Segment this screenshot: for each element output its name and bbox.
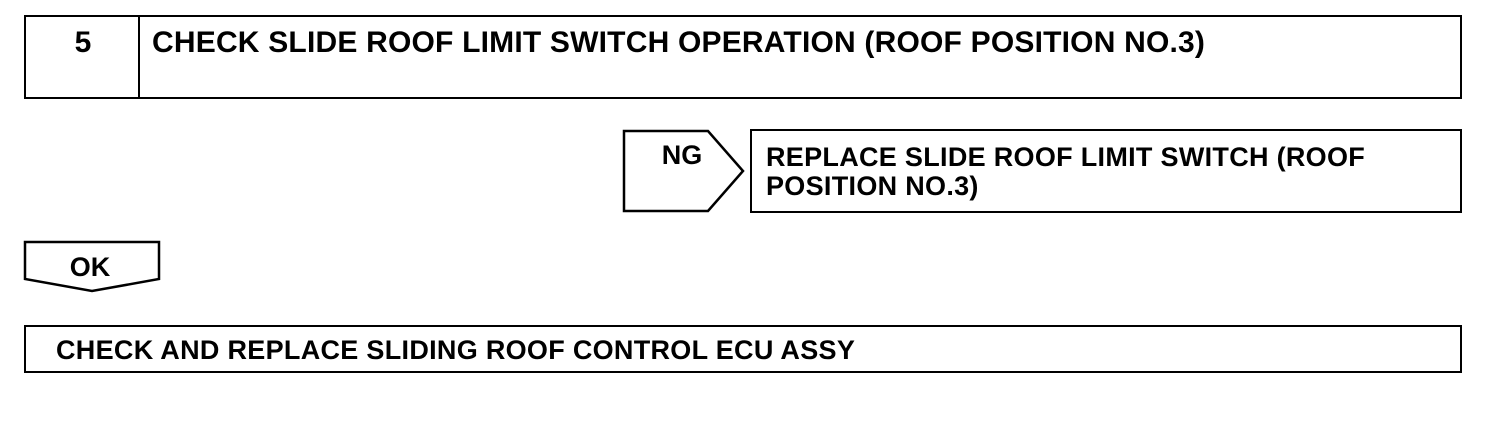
- ng-arrow-shape: [622, 129, 745, 213]
- step-number-cell: 5: [26, 17, 140, 97]
- ng-label: NG: [661, 140, 703, 170]
- step-header-box: 5 CHECK SLIDE ROOF LIMIT SWITCH OPERATIO…: [24, 15, 1462, 99]
- ok-label: OK: [69, 252, 111, 282]
- ng-action-box: REPLACE SLIDE ROOF LIMIT SWITCH (ROOF PO…: [750, 129, 1462, 213]
- ok-arrow-shape: [23, 240, 161, 293]
- ng-action-text: REPLACE SLIDE ROOF LIMIT SWITCH (ROOF PO…: [766, 142, 1366, 201]
- ng-arrow-outline: [622, 129, 745, 213]
- step-number: 5: [74, 26, 92, 59]
- ok-arrow-outline: [23, 240, 161, 293]
- final-action-box: CHECK AND REPLACE SLIDING ROOF CONTROL E…: [24, 325, 1462, 373]
- step-title: CHECK SLIDE ROOF LIMIT SWITCH OPERATION …: [152, 26, 1206, 59]
- final-action-text: CHECK AND REPLACE SLIDING ROOF CONTROL E…: [56, 335, 856, 365]
